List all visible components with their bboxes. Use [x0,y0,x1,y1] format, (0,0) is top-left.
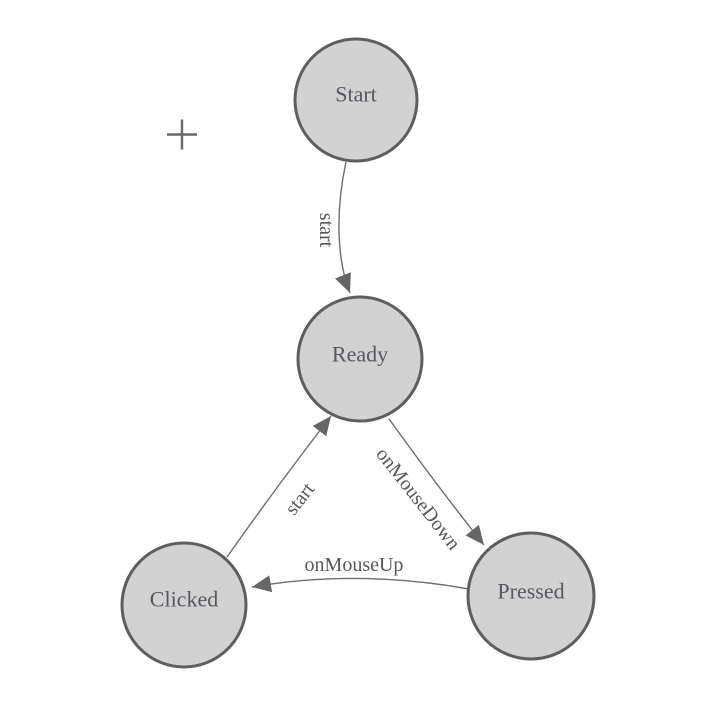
edge-ready-to-pressed[interactable] [388,418,485,546]
edge-clicked-to-ready[interactable] [226,415,332,558]
edge-label-start-to-ready: start [315,213,337,248]
nodes-layer: Start Ready Clicked Pressed [120,37,596,669]
edge-pressed-to-clicked[interactable] [251,575,470,593]
edge-start-to-ready[interactable] [335,161,351,294]
node-clicked[interactable] [120,541,248,669]
node-ready[interactable] [296,295,424,423]
crosshair-icon [167,119,197,150]
edge-label-ready-to-pressed: onMouseDown [371,444,464,555]
edge-label-pressed-to-clicked: onMouseUp [305,554,404,576]
edge-label-clicked-to-ready: start [281,478,320,519]
node-pressed[interactable] [466,531,596,661]
node-start[interactable] [293,37,419,163]
